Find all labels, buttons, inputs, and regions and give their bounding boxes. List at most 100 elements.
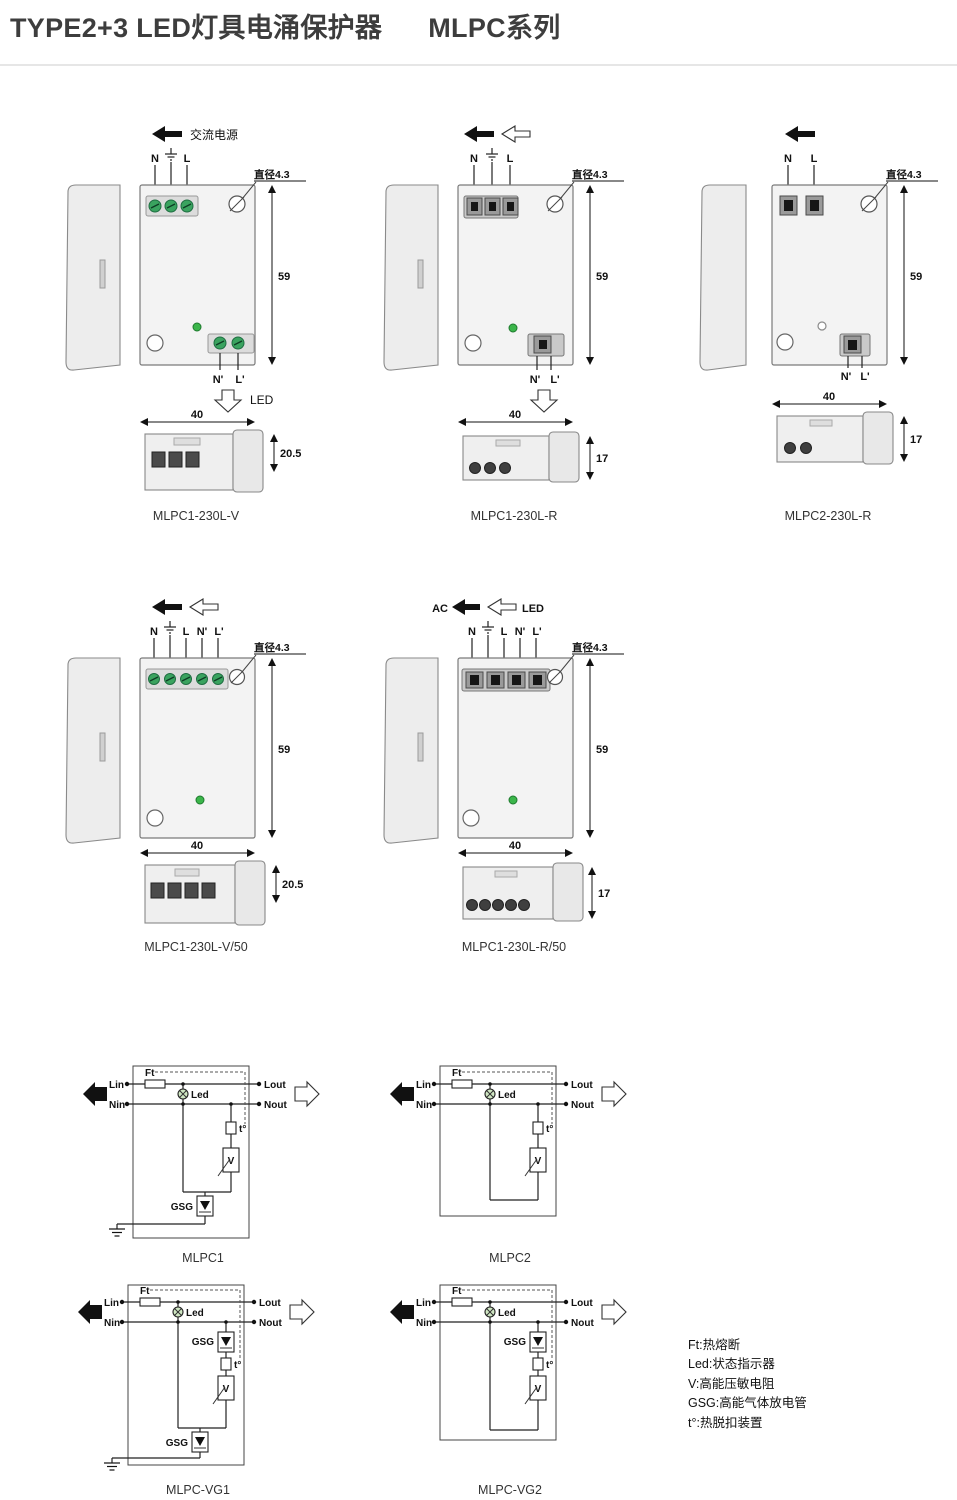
- input-arrow-icon: [78, 1300, 102, 1324]
- page-title: TYPE2+3 LED灯具电涌保护器 MLPC系列: [10, 6, 561, 45]
- dim-depth: 17: [586, 436, 608, 480]
- pin-l: L: [184, 153, 191, 165]
- svg-text:t°: t°: [234, 1360, 241, 1371]
- thermal-link-dashed: [462, 1289, 553, 1360]
- pin-l: L: [183, 626, 190, 638]
- varistor-symbol: V: [217, 1147, 240, 1177]
- ground-icon: [104, 1462, 120, 1471]
- svg-text:40: 40: [191, 409, 203, 421]
- mounting-foot: [464, 334, 482, 352]
- svg-text:17: 17: [910, 434, 922, 446]
- terminal-nodes: [431, 1081, 569, 1107]
- enclosure-outline: [439, 1284, 557, 1441]
- varistor-symbol: V: [524, 1147, 547, 1177]
- diameter-callout: 直径4.3: [873, 168, 938, 200]
- svg-text:40: 40: [509, 840, 521, 852]
- svg-text:17: 17: [596, 453, 608, 465]
- output-arrow-icon: [294, 1080, 320, 1108]
- svg-text:直径4.3: 直径4.3: [254, 641, 290, 654]
- svg-text:t°: t°: [546, 1360, 553, 1371]
- svg-text:直径4.3: 直径4.3: [572, 641, 608, 654]
- mounting-foot: [146, 809, 164, 827]
- circuit-caption: MLPC-VG1: [166, 1483, 230, 1497]
- title-series: MLPC系列: [428, 13, 561, 43]
- thermal-link-dashed: [155, 1071, 246, 1124]
- pin-l: L: [501, 626, 508, 638]
- front-view: [457, 657, 574, 839]
- thermal-link-dashed: [462, 1071, 553, 1124]
- circuit-wires: [434, 1083, 566, 1201]
- circuit-mlpc2: Lin Nin Lout Nout Ft Led t°: [390, 1065, 627, 1265]
- varistor-symbol: V: [524, 1375, 547, 1405]
- legend-line-gsg: GSG:高能气体放电管: [688, 1396, 807, 1411]
- pin-n: N: [468, 626, 476, 638]
- ground-icon: [164, 621, 176, 634]
- svg-text:直径4.3: 直径4.3: [572, 168, 608, 181]
- lin-label: Lin: [416, 1080, 431, 1091]
- svg-text:V: V: [535, 1156, 542, 1167]
- lin-label: Lin: [416, 1298, 431, 1309]
- svg-text:t°: t°: [546, 1124, 553, 1135]
- svg-text:40: 40: [823, 391, 835, 403]
- led-out-arrow-icon: [529, 389, 559, 413]
- output-arrow-icon: [289, 1298, 315, 1326]
- lout-label: Lout: [264, 1080, 286, 1091]
- svg-text:Led: Led: [191, 1090, 209, 1101]
- svg-text:17: 17: [598, 888, 610, 900]
- nin-label: Nin: [104, 1318, 120, 1329]
- pin-n: N: [784, 153, 792, 165]
- thermal-switch: t°: [225, 1121, 246, 1135]
- ground-icon: [165, 148, 177, 161]
- dim-width: 40: [772, 391, 887, 408]
- legend-line-t: t°:热脱扣装置: [688, 1415, 763, 1430]
- enclosure-outline: [127, 1284, 245, 1466]
- svg-text:20.5: 20.5: [280, 448, 301, 460]
- circuit-mlpc-vg2: Lin Nin Lout Nout Ft Led: [390, 1284, 627, 1497]
- pin-n-out: N': [213, 374, 224, 386]
- enclosure-outline: [132, 1065, 250, 1239]
- bottom-view: [462, 431, 580, 483]
- input-arrow-icon: [83, 1082, 107, 1106]
- bottom-view: [144, 429, 264, 493]
- led-symbol: Led: [177, 1088, 209, 1101]
- svg-text:GSG: GSG: [504, 1337, 526, 1348]
- dim-height: 59: [268, 185, 290, 365]
- dim-height: 59: [900, 185, 922, 365]
- output-wires: [536, 356, 552, 370]
- mounting-foot: [776, 333, 794, 351]
- led-symbol: Led: [172, 1306, 204, 1319]
- thermal-switch: t°: [532, 1357, 553, 1371]
- side-view: [65, 184, 121, 371]
- svg-text:59: 59: [596, 744, 608, 756]
- device-caption: MLPC2-230L-R: [785, 509, 872, 523]
- ground-icon: [109, 1228, 125, 1237]
- dim-depth: 20.5: [272, 865, 303, 903]
- led-label: LED: [522, 603, 544, 615]
- ground-icon: [486, 148, 498, 161]
- svg-text:Led: Led: [498, 1090, 516, 1101]
- diameter-callout: 直径4.3: [559, 641, 624, 673]
- pin-l-out: L': [532, 626, 542, 638]
- ac-power-label: 交流电源: [190, 127, 238, 142]
- pin-l: L: [811, 153, 818, 165]
- device-figure-mlpc1-230l-r50: AC LED N L N' L': [383, 598, 624, 954]
- nin-label: Nin: [416, 1100, 432, 1111]
- ac-arrow-icon: [152, 126, 182, 142]
- svg-text:59: 59: [596, 271, 608, 283]
- gsg-symbol-2: GSG: [166, 1431, 209, 1453]
- pin-l-out: L': [550, 374, 560, 386]
- circuit-caption: MLPC1: [182, 1251, 224, 1265]
- nout-label: Nout: [571, 1318, 594, 1329]
- lout-label: Lout: [571, 1080, 593, 1091]
- svg-text:t°: t°: [239, 1124, 246, 1135]
- svg-text:59: 59: [278, 744, 290, 756]
- svg-text:V: V: [535, 1384, 542, 1395]
- svg-text:Led: Led: [498, 1308, 516, 1319]
- device-figure-mlpc1-230l-v50: N L N' L': [65, 598, 306, 954]
- ac-arrow-icon: [464, 126, 494, 142]
- pin-l-out: L': [214, 626, 224, 638]
- pin-n-out: N': [530, 374, 541, 386]
- gsg-symbol: GSG: [504, 1331, 547, 1353]
- pin-l-out: L': [235, 374, 245, 386]
- terminal-nodes: [124, 1081, 262, 1107]
